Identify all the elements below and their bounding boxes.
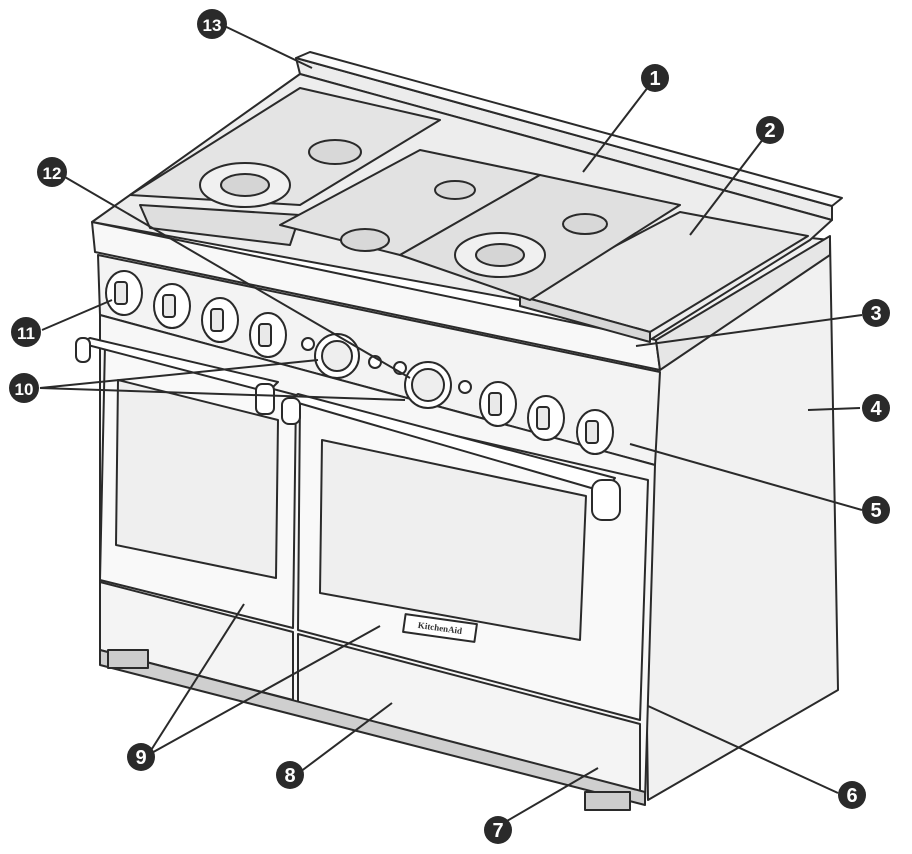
foot-left — [107, 649, 149, 669]
callout-5-number: 5 — [870, 500, 881, 522]
callout-13-number: 13 — [203, 16, 222, 35]
callout-11: 11 — [11, 317, 41, 347]
griddle-knob — [576, 409, 614, 455]
left-handle-end — [75, 337, 91, 363]
griddle-front — [519, 295, 651, 343]
leader-13 — [215, 21, 313, 69]
left-oven-window — [115, 379, 279, 579]
oven-knob-left — [314, 333, 360, 379]
leader-5 — [629, 443, 863, 511]
right-handle-end — [281, 397, 301, 425]
leader-8 — [299, 702, 393, 773]
burner-knob-4 — [249, 312, 287, 358]
callout-4: 4 — [862, 394, 890, 422]
callout-11-number: 11 — [17, 324, 35, 343]
burner-large-left-cap — [220, 173, 270, 197]
leader-12 — [57, 172, 411, 379]
callout-4-number: 4 — [870, 398, 882, 420]
burner-large-right-cap — [475, 243, 525, 267]
callout-2: 2 — [756, 116, 784, 144]
burner-knob-6 — [527, 395, 565, 441]
leader-10a — [39, 359, 319, 389]
leader-3 — [635, 314, 863, 347]
indicator-light-4 — [458, 380, 472, 394]
leader-4 — [807, 407, 861, 411]
callout-12-number: 12 — [43, 164, 62, 183]
callout-12: 12 — [37, 157, 67, 187]
callout-7: 7 — [484, 816, 512, 844]
leader-2 — [689, 129, 771, 236]
burner-back-center — [434, 180, 476, 200]
callout-6: 6 — [838, 781, 866, 809]
callout-5: 5 — [862, 496, 890, 524]
callout-1-number: 1 — [649, 68, 660, 90]
oven-knob-right — [404, 361, 452, 409]
callout-9-number: 9 — [135, 747, 146, 769]
callout-8-number: 8 — [284, 765, 295, 787]
callout-10-number: 10 — [15, 380, 34, 399]
callout-1: 1 — [641, 64, 669, 92]
backguard-top — [295, 51, 843, 207]
grate-front-left — [139, 204, 301, 246]
callout-7-number: 7 — [492, 820, 503, 842]
callout-2-number: 2 — [764, 120, 775, 142]
foot-right — [584, 791, 631, 811]
burner-knob-1 — [105, 270, 143, 316]
leader-11 — [41, 299, 113, 331]
callout-badges: 1 2 3 4 5 6 7 8 — [9, 9, 890, 844]
toe-kick — [99, 649, 646, 806]
burner-front-center — [340, 228, 390, 252]
brand-plate — [402, 613, 478, 643]
leader-1 — [582, 77, 656, 173]
burner-knob-5 — [479, 381, 517, 427]
callout-6-number: 6 — [846, 785, 857, 807]
leader-9a — [147, 603, 245, 756]
right-handle-bracket — [591, 479, 621, 521]
indicator-light-1 — [301, 337, 315, 351]
left-handle-bracket — [255, 383, 275, 415]
leader-10b — [39, 387, 406, 401]
burner-knob-2 — [153, 283, 191, 329]
right-oven-window — [319, 439, 587, 641]
leader-9b — [147, 625, 381, 756]
callout-10: 10 — [9, 373, 39, 403]
callout-3-number: 3 — [870, 303, 881, 325]
callout-9: 9 — [127, 743, 155, 771]
callout-13: 13 — [197, 9, 227, 39]
callout-8: 8 — [276, 761, 304, 789]
leader-6 — [647, 705, 839, 794]
callout-3: 3 — [862, 299, 890, 327]
leader-7 — [499, 767, 599, 826]
burner-back-left — [308, 139, 362, 165]
burner-right-back — [562, 213, 608, 235]
burner-knob-3 — [201, 297, 239, 343]
